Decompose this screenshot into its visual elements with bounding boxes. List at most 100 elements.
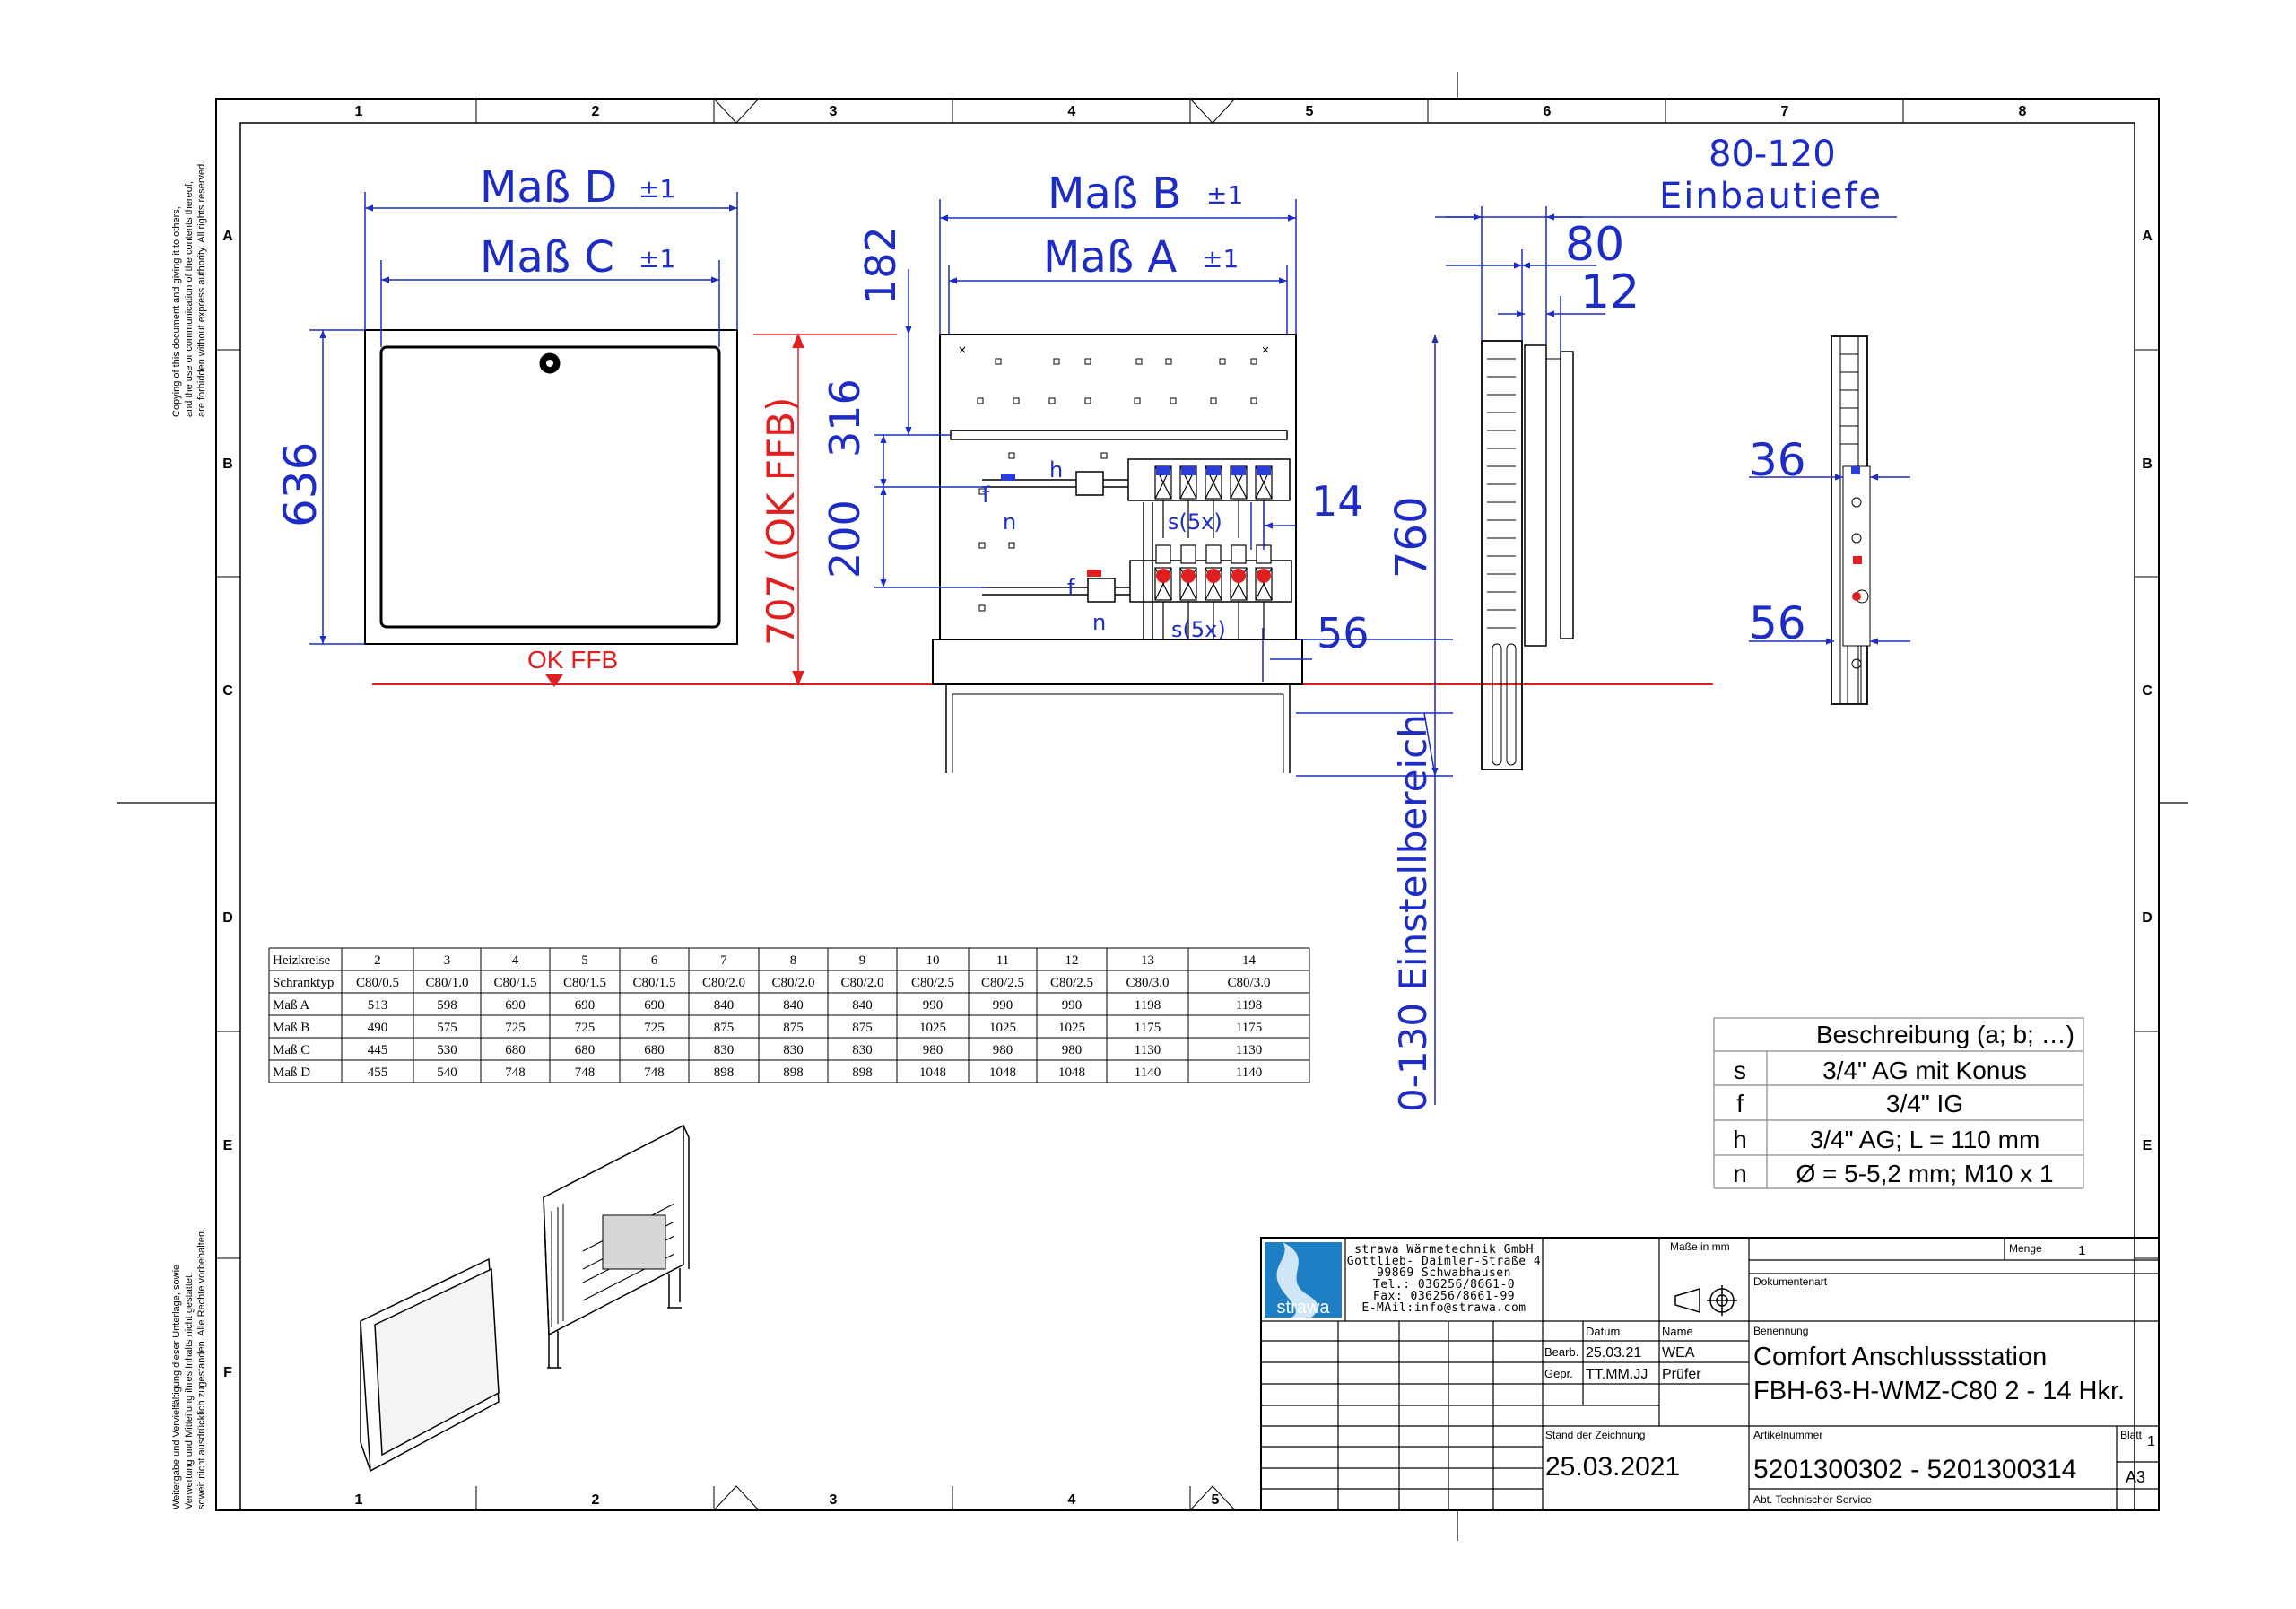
legend-desc-h: 3/4" AG; L = 110 mm — [1810, 1126, 2040, 1153]
legend-key-h: h — [1733, 1126, 1747, 1153]
table-cell: 1130 — [1236, 1043, 1262, 1057]
svg-text:strawa: strawa — [1277, 1298, 1331, 1318]
blatt-value: 1 — [2147, 1434, 2155, 1449]
menge-value: 1 — [2078, 1243, 2085, 1258]
svg-text:F: F — [223, 1365, 232, 1380]
table-cell: 980 — [993, 1043, 1013, 1057]
table-cell: 1175 — [1236, 1021, 1262, 1035]
table-header-cell: 8 — [790, 953, 797, 968]
svg-text:A: A — [2142, 229, 2152, 244]
table-cell: 875 — [852, 1021, 873, 1035]
table-header-cell: 11 — [996, 953, 1009, 968]
table-cell: 990 — [993, 998, 1013, 1013]
mass-d-label: Maß D — [480, 162, 617, 213]
table-cell: C80/2.5 — [1050, 976, 1093, 990]
bearb-date: 25.03.21 — [1586, 1345, 1641, 1361]
table-cell: 598 — [437, 998, 457, 1013]
svg-text:4: 4 — [1068, 104, 1076, 119]
table-cell: C80/0.5 — [356, 976, 399, 990]
table-cell: C80/3.0 — [1228, 976, 1271, 990]
table-cell: 1140 — [1236, 1065, 1262, 1080]
table-cell: 690 — [505, 998, 526, 1013]
masse-label: Maße in mm — [1670, 1240, 1730, 1253]
table-cell: 445 — [368, 1043, 388, 1057]
dim-einbautiefe: Einbautiefe — [1659, 176, 1883, 217]
legend-key-n: n — [1733, 1160, 1747, 1187]
table-row-label: Maß D — [273, 1065, 310, 1080]
cabinet-front-view — [932, 334, 1303, 773]
frame-labels: 1 2 3 4 5 6 7 8 1 2 3 4 5 A B C D E F A … — [222, 104, 2152, 1508]
blatt-label: Blatt — [2120, 1429, 2143, 1441]
table-cell: 898 — [783, 1065, 804, 1080]
ok-ffb-label: OK FFB — [527, 646, 618, 674]
svg-text:are forbidden without express: are forbidden without express authority.… — [196, 161, 207, 417]
table-cell: 540 — [437, 1065, 457, 1080]
table-header-cell: 12 — [1065, 953, 1079, 968]
table-cell: C80/1.5 — [633, 976, 676, 990]
table-cell: 1198 — [1236, 998, 1262, 1013]
dim-56: 56 — [1317, 609, 1370, 657]
table-cell: C80/3.0 — [1126, 976, 1170, 990]
drawing-frame — [117, 72, 2188, 1541]
svg-text:strawa Wärmetechnik GmbH: strawa Wärmetechnik GmbH — [1354, 1243, 1534, 1257]
svg-text:A: A — [222, 229, 233, 244]
svg-text:3: 3 — [830, 104, 838, 119]
cabinet-side-view — [1481, 340, 1574, 770]
table-row-label: Schranktyp — [273, 976, 334, 990]
table-cell: 875 — [783, 1021, 804, 1035]
dim-14: 14 — [1311, 477, 1364, 526]
svg-text:5: 5 — [1212, 1492, 1220, 1508]
label-s5x-lower: s(5x) — [1171, 617, 1226, 642]
table-row-label: Maß C — [273, 1043, 309, 1057]
svg-text:Tel.: 036256/8661-0: Tel.: 036256/8661-0 — [1373, 1278, 1515, 1292]
table-cell: 1025 — [989, 1021, 1016, 1035]
svg-text:C: C — [222, 683, 233, 699]
dim-707-ok-ffb: 707 (OK FFB) — [759, 397, 803, 646]
svg-text:3: 3 — [830, 1492, 838, 1508]
benennung-line-1: Comfort Anschlussstation — [1753, 1343, 2047, 1371]
svg-text:2: 2 — [592, 1492, 600, 1508]
label-f-lower: f — [1067, 575, 1075, 600]
table-cell: 748 — [644, 1065, 665, 1080]
svg-text:C: C — [2142, 683, 2152, 699]
svg-text:D: D — [222, 910, 233, 926]
table-header-cell: 14 — [1242, 953, 1257, 968]
mass-b-tol: ±1 — [1206, 180, 1243, 210]
svg-text:Verwertung und Mitteilung ihre: Verwertung und Mitteilung ihres Inhalts … — [184, 1273, 195, 1509]
table-cell: 840 — [783, 998, 804, 1013]
label-h: h — [1049, 457, 1063, 483]
table-header-cell: 7 — [720, 953, 727, 968]
center-dimensions — [874, 199, 1453, 1105]
table-cell: 1130 — [1135, 1043, 1161, 1057]
bearb-name: WEA — [1662, 1345, 1695, 1361]
weitergabe-note: Weitergabe und Vervielfältigung dieser U… — [171, 1229, 207, 1509]
table-cell: 680 — [505, 1043, 526, 1057]
dim-einstellbereich: 0-130 Einstellbereich — [1391, 714, 1435, 1112]
artikel-value: 5201300302 - 5201300314 — [1753, 1455, 2076, 1484]
svg-text:soweit nicht ausdrücklich zuge: soweit nicht ausdrücklich zugestanden. A… — [196, 1229, 207, 1509]
dim-door-widths — [309, 192, 738, 645]
table-cell: 1048 — [919, 1065, 946, 1080]
table-cell: 455 — [368, 1065, 388, 1080]
legend-key-f: f — [1736, 1090, 1744, 1118]
svg-text:B: B — [222, 457, 233, 472]
side-dimensions — [1435, 206, 1897, 352]
table-cell: 840 — [852, 998, 873, 1013]
table-cell: 898 — [852, 1065, 873, 1080]
table-cell: 830 — [714, 1043, 735, 1057]
table-cell: 1198 — [1135, 998, 1161, 1013]
gepr-label: Gepr. — [1544, 1367, 1573, 1380]
dim-200: 200 — [821, 500, 869, 578]
benennung-label: Benennung — [1753, 1325, 1808, 1337]
gepr-date: TT.MM.JJ — [1586, 1367, 1648, 1382]
table-cell: 990 — [923, 998, 944, 1013]
table-cell: 490 — [368, 1021, 388, 1035]
table-cell: 680 — [644, 1043, 665, 1057]
table-cell: 725 — [644, 1021, 665, 1035]
table-cell: 725 — [575, 1021, 596, 1035]
stand-label: Stand der Zeichnung — [1545, 1429, 1645, 1441]
svg-text:99869 Schwabhausen: 99869 Schwabhausen — [1377, 1266, 1511, 1280]
table-cell: C80/1.5 — [563, 976, 606, 990]
